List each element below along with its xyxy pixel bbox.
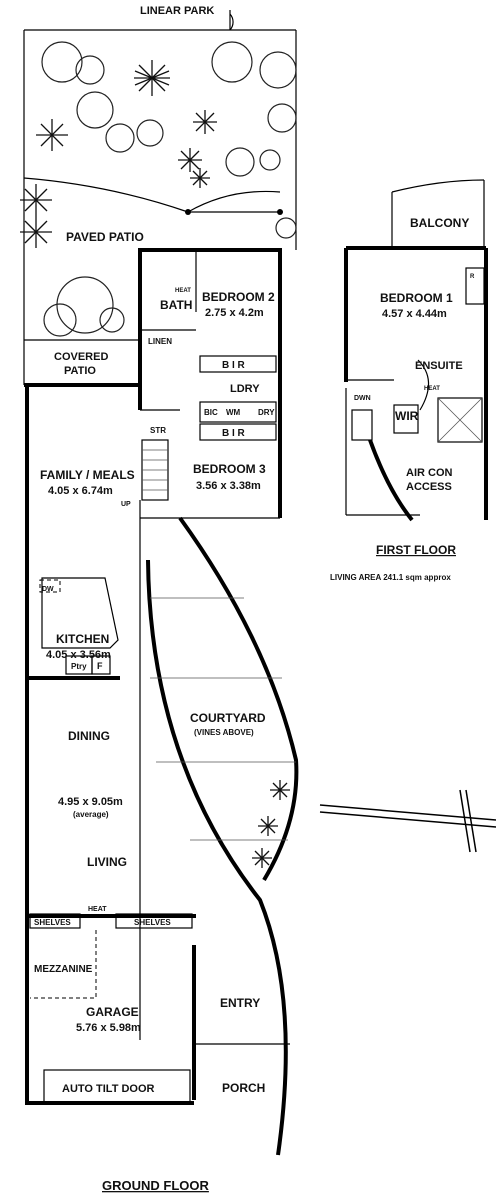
bic-label: BIC	[204, 408, 218, 417]
porch-label: PORCH	[222, 1081, 265, 1095]
courtyard-label: COURTYARD	[190, 711, 266, 725]
balcony-label: BALCONY	[410, 216, 469, 230]
entry-label: ENTRY	[220, 996, 260, 1010]
shelves-label-1: SHELVES	[34, 918, 71, 927]
garden-boundary	[23, 10, 297, 385]
dwn-label: DWN	[354, 395, 371, 402]
kitchen-label: KITCHEN	[56, 632, 109, 646]
living-area-note: LIVING AREA 241.1 sqm approx	[330, 573, 451, 582]
bir-label-1: B I R	[222, 360, 246, 371]
ground-floor-title: GROUND FLOOR	[102, 1178, 209, 1193]
bedroom3-label: BEDROOM 3	[193, 462, 266, 476]
shelves-label-2: SHELVES	[134, 918, 171, 927]
str-label: STR	[150, 426, 166, 435]
ensuite-label: ENSUITE	[415, 360, 463, 372]
dry-label: DRY	[258, 408, 275, 417]
covered-patio-label-1: COVERED	[54, 351, 108, 363]
ldry-label: LDRY	[230, 383, 260, 395]
ptry-label: Ptry	[71, 662, 87, 671]
bedroom1-label: BEDROOM 1	[380, 291, 453, 305]
bath-label: BATH	[160, 298, 192, 312]
garden-gate	[187, 190, 281, 213]
dw-label: DW	[42, 586, 54, 593]
bedroom3-size: 3.56 x 3.38m	[196, 480, 261, 492]
tree-icon	[41, 41, 297, 337]
up-label: UP	[121, 501, 131, 508]
palm-icon	[20, 60, 290, 868]
garage-label: GARAGE	[86, 1005, 139, 1019]
heat-label-living: HEAT	[88, 906, 107, 913]
air-con-label-1: AIR CON	[406, 467, 453, 479]
air-con-label-2: ACCESS	[406, 481, 452, 493]
living-label: LIVING	[87, 855, 127, 869]
average-label: (average)	[73, 810, 109, 819]
family-size: 4.05 x 6.74m	[48, 485, 113, 497]
covered-patio-label-2: PATIO	[64, 365, 96, 377]
kitchen-size: 4.05 x 3.56m	[46, 649, 111, 661]
rcac-label: R	[470, 274, 475, 280]
heat-label: HEAT	[175, 288, 191, 294]
bedroom1-size: 4.57 x 4.44m	[382, 308, 447, 320]
auto-tilt-door-label: AUTO TILT DOOR	[62, 1083, 155, 1095]
f-label: F	[97, 661, 103, 671]
first-floor-walls	[344, 179, 488, 522]
heat-label-ensuite: HEAT	[424, 386, 440, 392]
vines-above-label: (VINES ABOVE)	[194, 728, 254, 737]
mezzanine-label: MEZZANINE	[34, 964, 93, 975]
wir-label: WIR	[395, 409, 419, 423]
bir-label-2: B I R	[222, 428, 246, 439]
ground-floor-walls	[24, 248, 299, 1156]
living-size: 4.95 x 9.05m	[58, 796, 123, 808]
garage-size: 5.76 x 5.98m	[76, 1022, 141, 1034]
first-floor-title: FIRST FLOOR	[376, 543, 456, 557]
wm-label: WM	[226, 408, 241, 417]
bedroom2-label: BEDROOM 2	[202, 290, 275, 304]
north-arrow-icon	[319, 789, 496, 853]
family-meals-label: FAMILY / MEALS	[40, 468, 135, 482]
linen-label: LINEN	[148, 337, 172, 346]
dining-label: DINING	[68, 729, 110, 743]
paved-patio-label: PAVED PATIO	[66, 230, 144, 244]
bedroom2-size: 2.75 x 4.2m	[205, 307, 264, 319]
linear-park-label: LINEAR PARK	[140, 5, 214, 17]
